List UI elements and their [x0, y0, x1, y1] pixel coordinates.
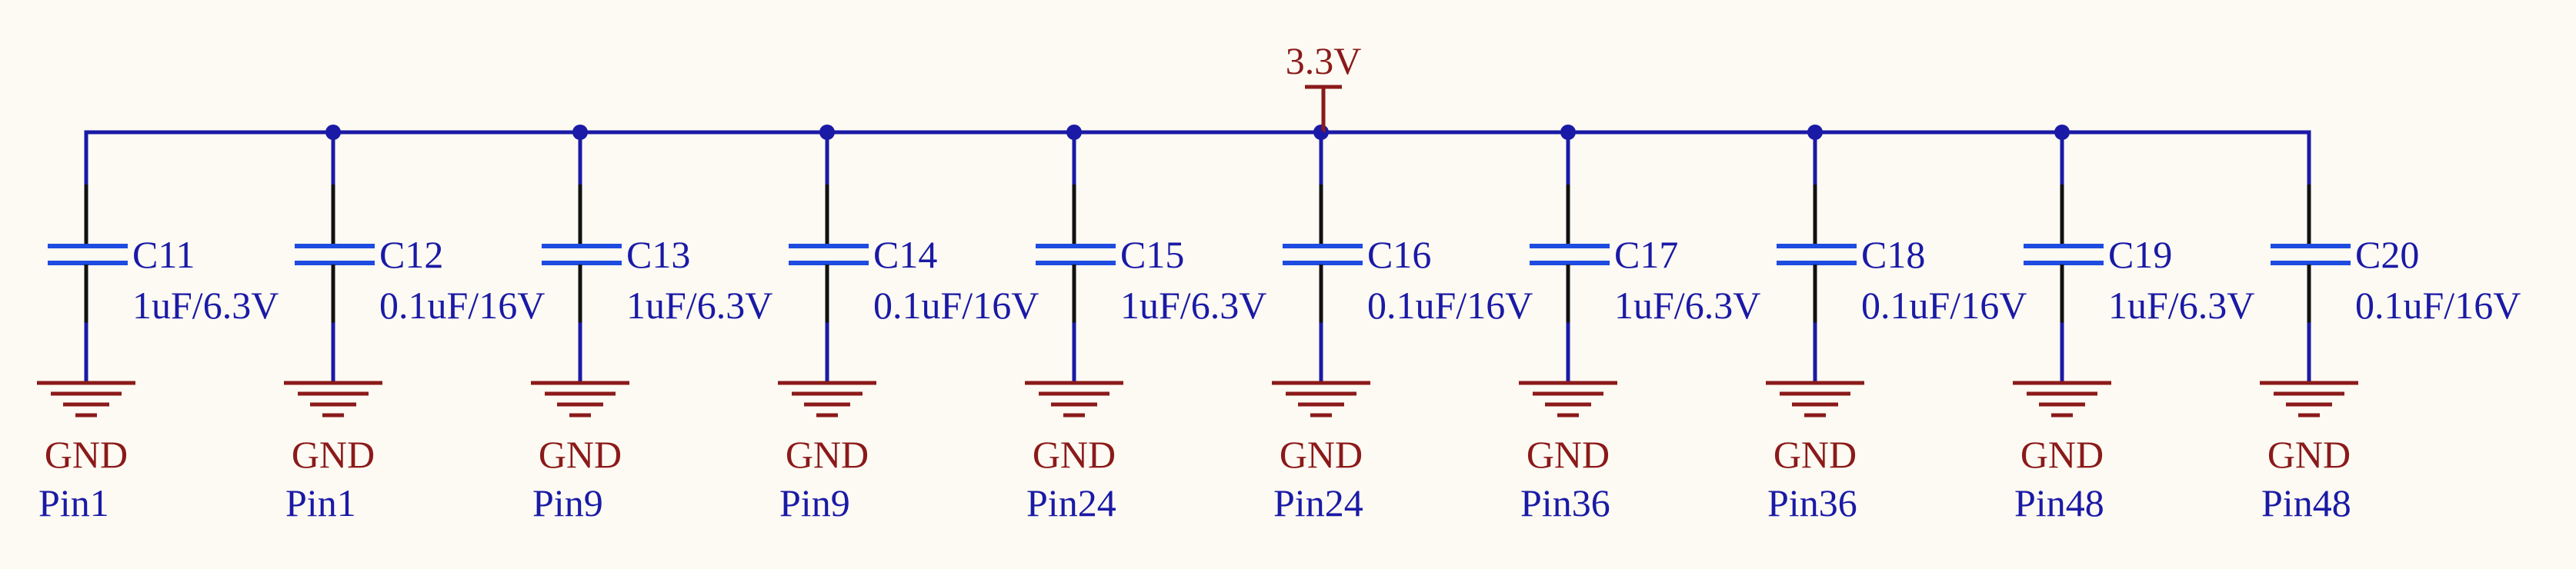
capacitor-value: 0.1uF/16V [1861, 284, 2027, 327]
pin-label: Pin48 [2261, 481, 2351, 524]
capacitor-value: 0.1uF/16V [873, 284, 1039, 327]
power-bus [84, 125, 2311, 187]
capacitor-value: 0.1uF/16V [2355, 284, 2521, 327]
capacitor-c14: C14 0.1uF/16V GND Pin9 [778, 130, 1039, 524]
pin-label: Pin36 [1520, 481, 1610, 524]
ground-label: GND [786, 433, 869, 476]
capacitor-c17: C17 1uF/6.3V GND Pin36 [1519, 130, 1760, 524]
ground-label: GND [292, 433, 375, 476]
capacitor-ref: C13 [626, 233, 690, 276]
capacitor-value: 1uF/6.3V [132, 284, 279, 327]
capacitor-ref: C12 [379, 233, 443, 276]
ground-label: GND [2020, 433, 2104, 476]
capacitor-c11: C11 1uF/6.3V GND Pin1 [37, 185, 279, 524]
capacitor-ref: C20 [2355, 233, 2419, 276]
ground-label: GND [1280, 433, 1363, 476]
capacitor-value: 1uF/6.3V [1120, 284, 1266, 327]
pin-label: Pin1 [285, 481, 356, 524]
capacitor-c16: C16 0.1uF/16V GND Pin24 [1272, 130, 1533, 524]
capacitor-value: 0.1uF/16V [379, 284, 545, 327]
capacitor-c19: C19 1uF/6.3V GND Pin48 [2013, 130, 2254, 524]
ground-label: GND [539, 433, 622, 476]
ground-icon [1272, 381, 1370, 418]
pin-label: Pin24 [1273, 481, 1363, 524]
ground-icon [1519, 381, 1617, 418]
pin-label: Pin36 [1767, 481, 1857, 524]
capacitor-c13: C13 1uF/6.3V GND Pin9 [531, 130, 772, 524]
pin-label: Pin48 [2014, 481, 2104, 524]
capacitor-c15: C15 1uF/6.3V GND Pin24 [1025, 130, 1266, 524]
capacitor-value: 1uF/6.3V [2108, 284, 2254, 327]
pin-label: Pin9 [779, 481, 850, 524]
ground-icon [37, 381, 135, 418]
ground-icon [778, 381, 876, 418]
ground-icon [1766, 381, 1864, 418]
capacitor-list: C11 1uF/6.3V GND Pin1 C12 0.1uF/16V GND Pin1 C13… [37, 130, 2521, 524]
ground-label: GND [45, 433, 128, 476]
capacitor-ref: C11 [132, 233, 195, 276]
capacitor-value: 0.1uF/16V [1367, 284, 1533, 327]
pin-label: Pin9 [532, 481, 603, 524]
capacitor-ref: C17 [1614, 233, 1678, 276]
ground-icon [531, 381, 629, 418]
capacitor-ref: C14 [873, 233, 937, 276]
bus-wire [84, 130, 2311, 187]
ground-label: GND [1774, 433, 1857, 476]
capacitor-ref: C16 [1367, 233, 1431, 276]
capacitor-ref: C15 [1120, 233, 1184, 276]
ground-label: GND [1033, 433, 1116, 476]
ground-icon [2260, 381, 2358, 418]
capacitor-value: 1uF/6.3V [626, 284, 772, 327]
capacitor-c12: C12 0.1uF/16V GND Pin1 [284, 130, 545, 524]
ground-icon [284, 381, 382, 418]
pin-label: Pin24 [1026, 481, 1116, 524]
capacitor-value: 1uF/6.3V [1614, 284, 1760, 327]
ground-icon [1025, 381, 1123, 418]
supply-label: 3.3V [1286, 39, 1362, 82]
ground-icon [2013, 381, 2111, 418]
ground-label: GND [1527, 433, 1610, 476]
capacitor-c20: C20 0.1uF/16V GND Pin48 [2260, 185, 2521, 524]
ground-label: GND [2267, 433, 2351, 476]
capacitor-ref: C19 [2108, 233, 2172, 276]
capacitor-c18: C18 0.1uF/16V GND Pin36 [1766, 130, 2027, 524]
capacitor-ref: C18 [1861, 233, 1925, 276]
supply-symbol: 3.3V [1286, 39, 1362, 132]
pin-label: Pin1 [38, 481, 109, 524]
